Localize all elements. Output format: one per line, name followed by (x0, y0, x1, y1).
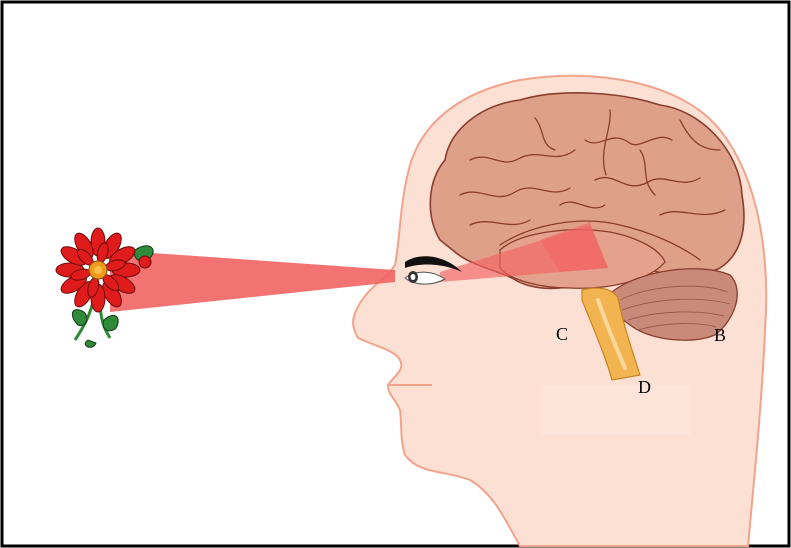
label-b: B (714, 325, 726, 345)
label-d: D (638, 377, 651, 397)
label-c: C (556, 324, 568, 344)
head-highlight (540, 385, 690, 435)
